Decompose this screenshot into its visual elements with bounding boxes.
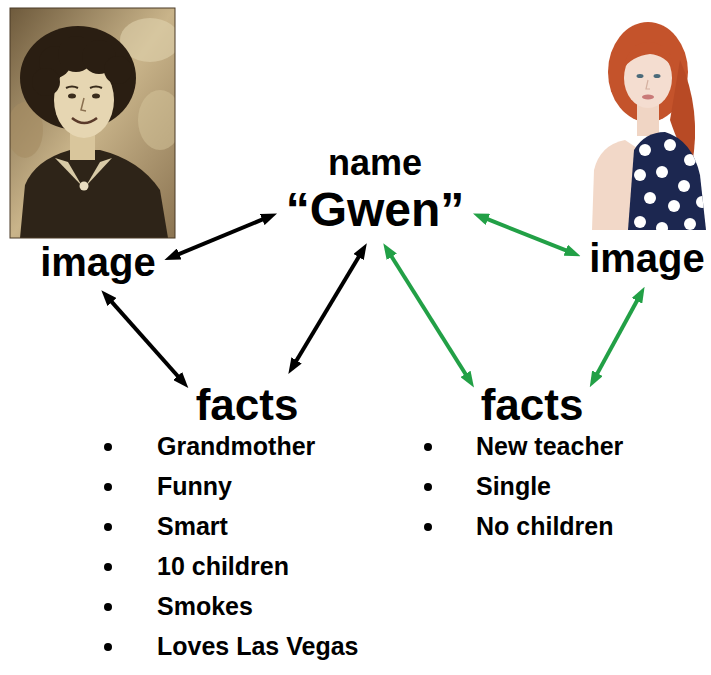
double-arrow xyxy=(111,301,178,376)
double-arrow xyxy=(487,219,567,251)
fact-item: Smart xyxy=(157,513,228,541)
fact-row: Smart xyxy=(104,507,359,547)
bullet-dot xyxy=(424,523,432,531)
double-arrow xyxy=(296,256,359,361)
fact-item: Smokes xyxy=(157,593,253,621)
teacher-photo xyxy=(590,8,706,230)
double-arrow xyxy=(597,300,637,374)
node-heading: image xyxy=(589,236,705,281)
fact-list: GrandmotherFunnySmart 10 childrenSmokesLo… xyxy=(104,427,359,667)
fact-item: Funny xyxy=(157,473,232,501)
image-label: image xyxy=(585,234,709,283)
fact-row: No children xyxy=(424,507,623,547)
name-label: name“Gwen” xyxy=(282,141,469,239)
node-text: “Gwen” xyxy=(286,183,465,237)
fact-row: Funny xyxy=(104,467,359,507)
double-arrow xyxy=(178,219,263,254)
node-heading: name xyxy=(286,143,465,183)
bullet-dot xyxy=(104,563,112,571)
fact-list: New teacherSingle No children xyxy=(424,427,623,547)
bullet-dot xyxy=(104,523,112,531)
fact-item: New teacher xyxy=(476,433,623,461)
node-heading: facts xyxy=(196,380,299,429)
grandmother-photo xyxy=(10,8,175,238)
image-label: image xyxy=(36,238,160,287)
fact-row: 10 children xyxy=(104,547,359,587)
fact-row: Smokes xyxy=(104,587,359,627)
photo-frame xyxy=(10,8,175,238)
fact-item: Loves Las Vegas xyxy=(157,633,359,661)
bullet-dot xyxy=(104,483,112,491)
fact-item: Single xyxy=(476,473,551,501)
fact-row: New teacher xyxy=(424,427,623,467)
node-heading: facts xyxy=(481,380,584,429)
bullet-dot xyxy=(424,483,432,491)
double-arrow xyxy=(391,256,466,375)
fact-item: 10 children xyxy=(157,553,289,581)
fact-item: No children xyxy=(476,513,614,541)
fact-row: Grandmother xyxy=(104,427,359,467)
bullet-dot xyxy=(104,443,112,451)
bullet-dot xyxy=(104,643,112,651)
fact-row: Single xyxy=(424,467,623,507)
bullet-dot xyxy=(104,603,112,611)
node-heading: image xyxy=(40,240,156,285)
fact-row: Loves Las Vegas xyxy=(104,627,359,667)
bullet-dot xyxy=(424,443,432,451)
fact-item: Grandmother xyxy=(157,433,315,461)
facts-heading: factsNew teacherSingleNo children xyxy=(477,378,588,431)
facts-heading: factsGrandmotherFunnySmart10 childrenSmo… xyxy=(192,378,303,431)
